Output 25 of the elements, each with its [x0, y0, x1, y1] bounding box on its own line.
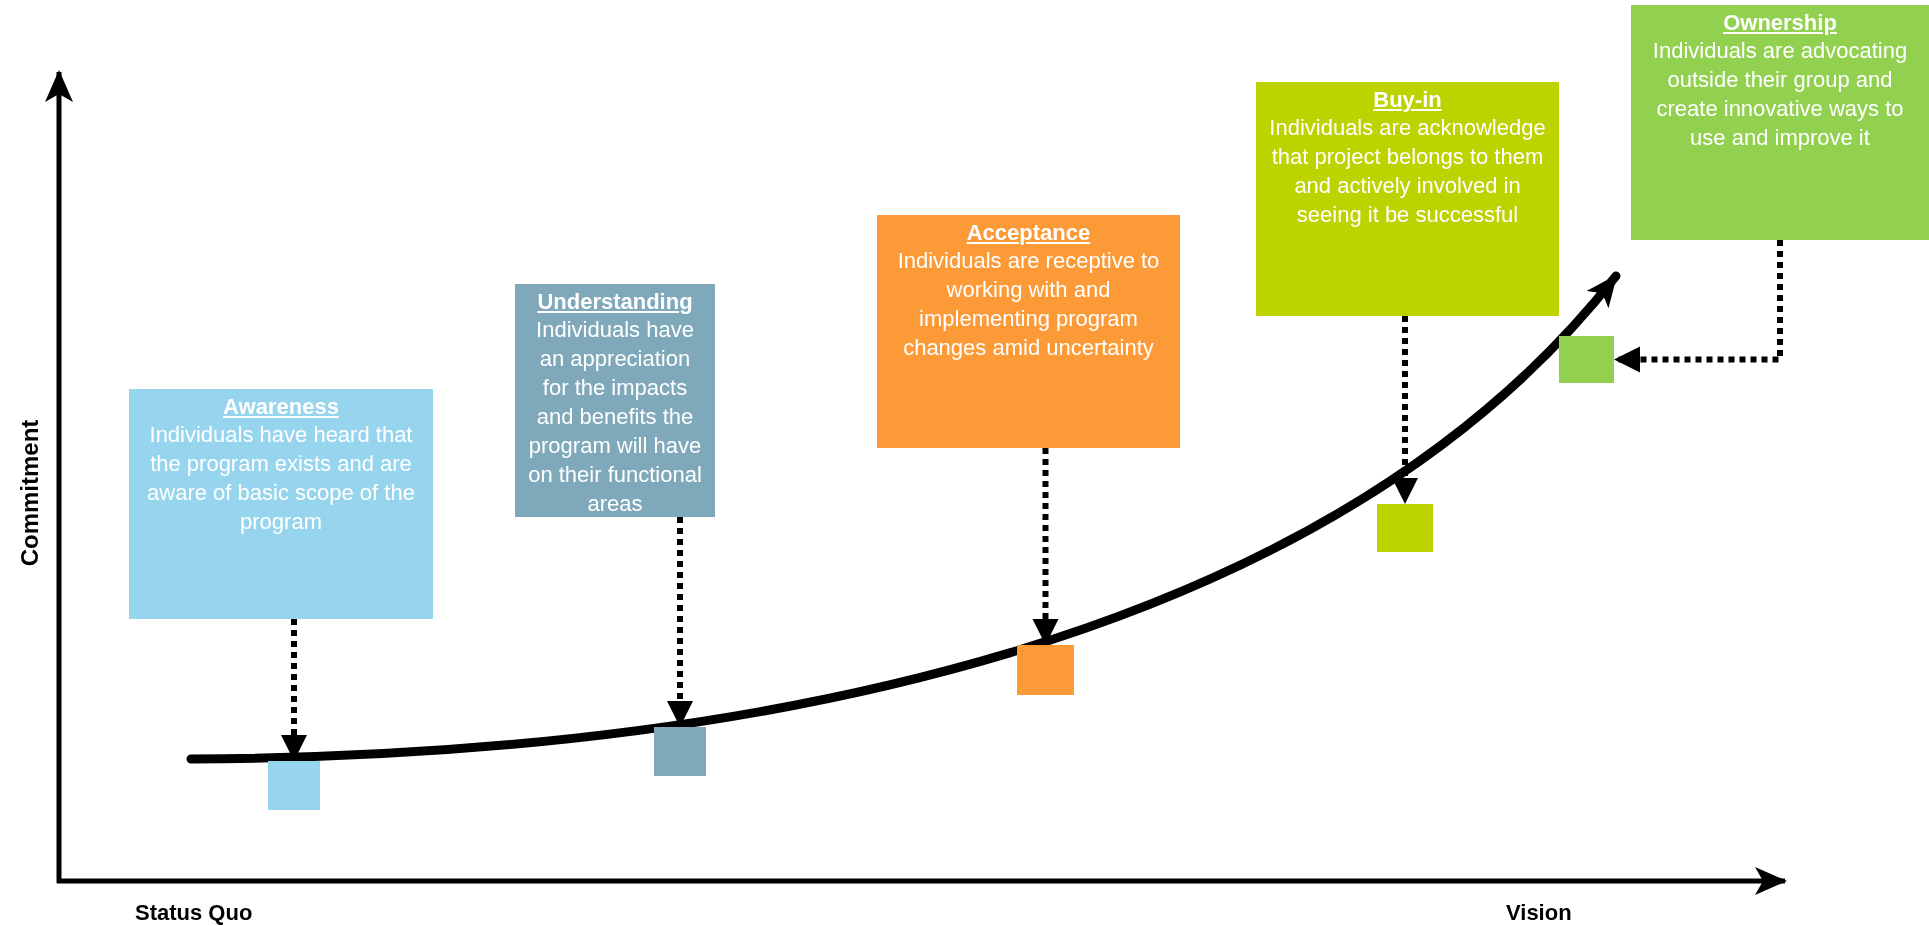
stage-box	[515, 284, 715, 517]
stage-box	[129, 389, 433, 619]
axis-label: Status Quo	[135, 899, 253, 926]
stage-marker	[1377, 504, 1433, 552]
stage-title: Acceptance	[966, 219, 1091, 246]
stage-title: Awareness	[223, 393, 339, 420]
stage-box	[1631, 5, 1929, 240]
stage-box	[1256, 82, 1559, 316]
stage-box	[877, 215, 1180, 448]
stage-description: Individuals have heard that the program exists and are aware of basic scope of the program	[146, 421, 416, 536]
stage-description: Individuals are acknowledge that project belongs to them and actively involved in seeing it be successful	[1268, 114, 1547, 229]
stage-description: Individuals have an appreciation for the impacts and benefits the program will have on their functional areas	[527, 316, 703, 518]
stage-title: Buy-in	[1373, 86, 1442, 113]
stage-marker	[1559, 336, 1614, 383]
dotted-arrow	[1614, 240, 1783, 373]
stage-title: Understanding	[537, 288, 693, 315]
axis-label: Vision	[1506, 899, 1572, 926]
axis-label: Commitment	[15, 419, 44, 567]
dotted-arrow	[1392, 316, 1418, 504]
stage-marker	[1017, 645, 1074, 695]
stage-marker	[654, 727, 706, 776]
stage-title: Ownership	[1723, 9, 1837, 36]
stage-marker	[268, 761, 320, 810]
stage-description: Individuals are receptive to working with and implementing program changes amid uncertainty	[896, 247, 1161, 362]
stage-description: Individuals are advocating outside their group and create innovative ways to use and improve it	[1651, 37, 1909, 152]
